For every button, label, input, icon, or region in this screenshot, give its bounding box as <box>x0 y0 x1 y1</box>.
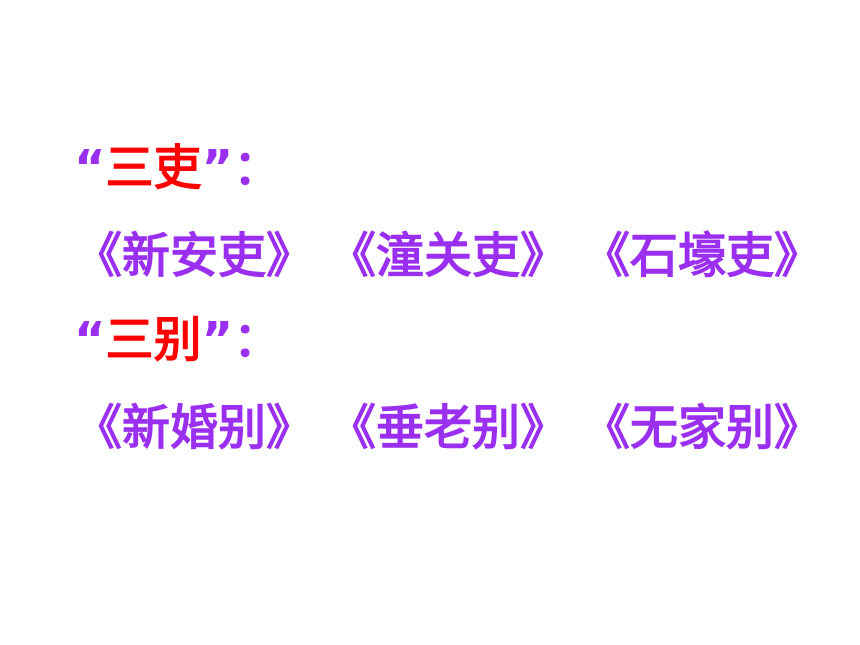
close-quote: ” <box>201 140 234 196</box>
title-shi-hao-li: 《石壕吏》 <box>582 228 823 284</box>
titles-san-bie: 《新婚别》《垂老别》《无家别》 <box>74 398 822 458</box>
colon: ： <box>233 312 282 368</box>
heading-san-li: “三吏”： <box>74 138 281 198</box>
keyword-san-bie: 三别 <box>105 312 202 368</box>
open-quote: “ <box>74 140 106 196</box>
title-chui-lao-bie: 《垂老别》 <box>328 400 569 456</box>
open-quote: “ <box>74 312 106 368</box>
title-xin-an-li: 《新安吏》 <box>74 228 315 284</box>
titles-san-li: 《新安吏》《潼关吏》《石壕吏》 <box>74 226 822 286</box>
keyword-san-li: 三吏 <box>105 140 202 196</box>
close-quote: ” <box>201 312 234 368</box>
title-wu-jia-bie: 《无家别》 <box>582 400 823 456</box>
title-xin-hun-bie: 《新婚别》 <box>74 400 315 456</box>
colon: ： <box>233 140 282 196</box>
heading-san-bie: “三别”： <box>74 310 281 370</box>
title-tong-guan-li: 《潼关吏》 <box>328 228 569 284</box>
